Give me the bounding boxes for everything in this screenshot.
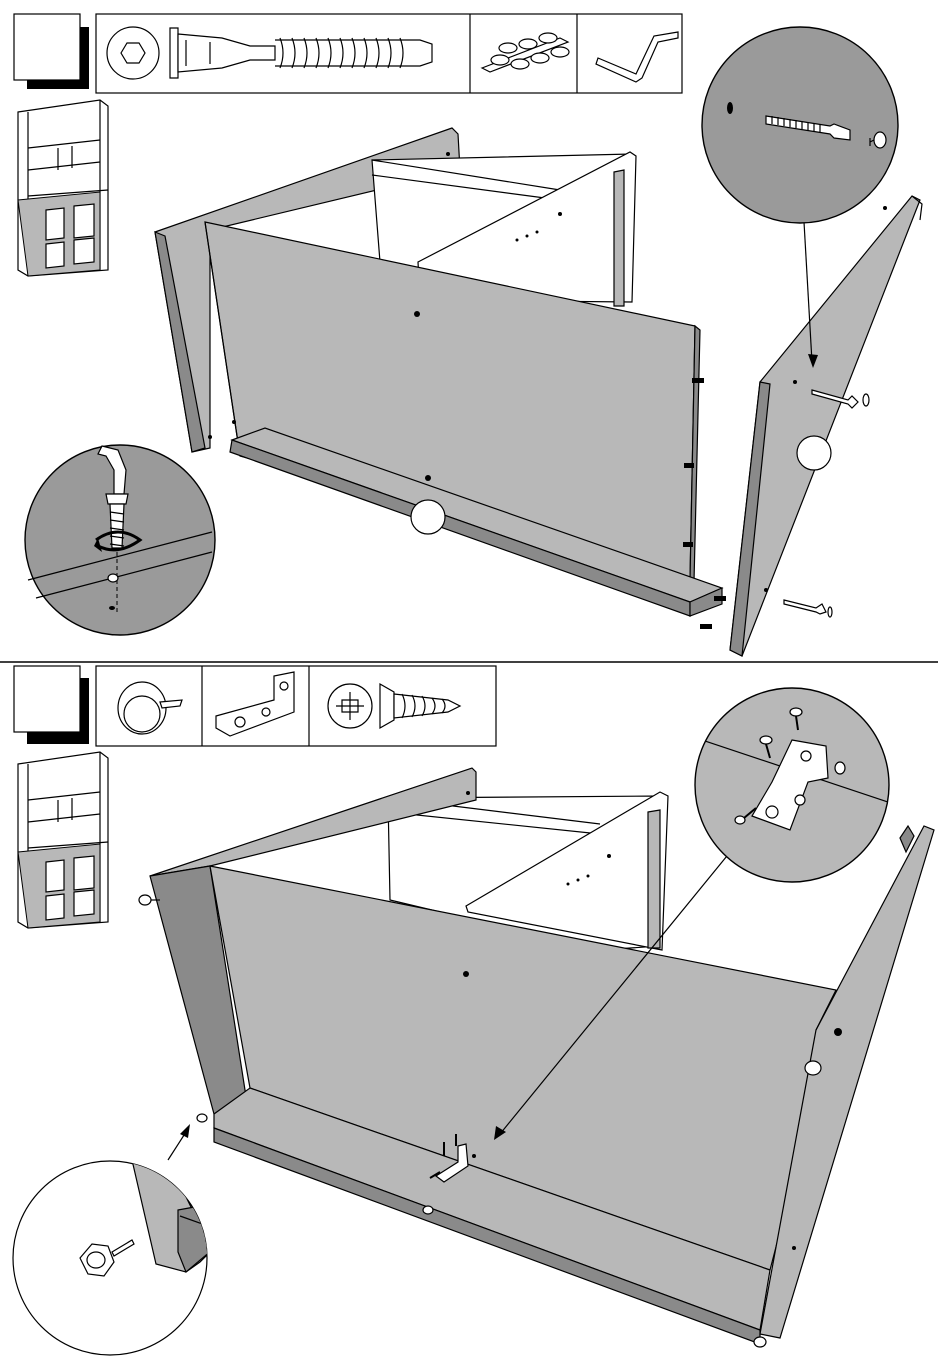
angle-bracket-screw-detail bbox=[690, 688, 900, 882]
cam-bolt-insertion-detail bbox=[702, 27, 898, 223]
step-1-header bbox=[14, 14, 682, 93]
allen-key-tightening-detail bbox=[25, 445, 215, 635]
bookcase-thumbnail-2 bbox=[18, 752, 108, 928]
callout-circle-b bbox=[797, 436, 831, 470]
glide-nail-detail bbox=[13, 1160, 212, 1355]
callout-circle-a bbox=[411, 500, 445, 534]
step-number-box bbox=[14, 14, 80, 80]
step-2-header bbox=[14, 666, 496, 746]
bookcase-thumbnail-1 bbox=[18, 100, 108, 276]
